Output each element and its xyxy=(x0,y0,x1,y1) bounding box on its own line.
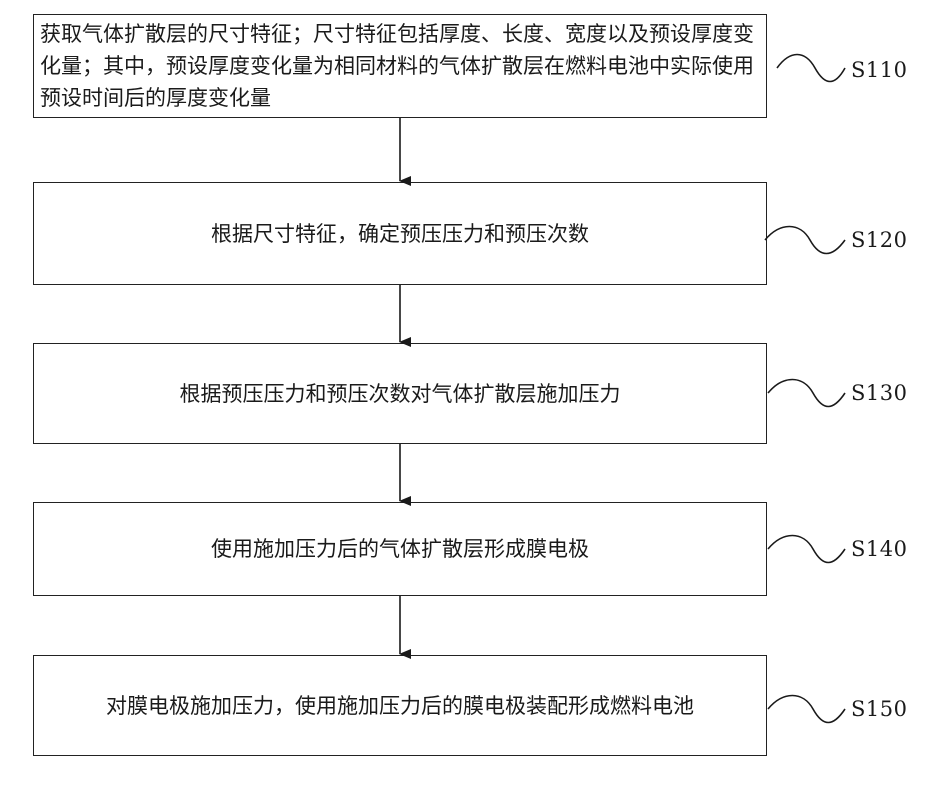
step-label-s150: S150 xyxy=(851,697,907,721)
step-box-s150: 对膜电极施加压力，使用施加压力后的膜电极装配形成燃料电池 xyxy=(33,655,767,756)
step-text-s120: 根据尺寸特征，确定预压压力和预压次数 xyxy=(211,218,589,250)
leader-wave-s130 xyxy=(768,380,845,407)
leader-wave-s120 xyxy=(765,227,845,254)
leader-wave-s150 xyxy=(768,696,845,723)
step-text-s150: 对膜电极施加压力，使用施加压力后的膜电极装配形成燃料电池 xyxy=(106,690,694,722)
step-box-s140: 使用施加压力后的气体扩散层形成膜电极 xyxy=(33,502,767,596)
step-box-s130: 根据预压压力和预压次数对气体扩散层施加压力 xyxy=(33,343,767,444)
step-text-s110: 获取气体扩散层的尺寸特征；尺寸特征包括厚度、长度、宽度以及预设厚度变化量；其中，… xyxy=(40,18,760,114)
step-box-s110: 获取气体扩散层的尺寸特征；尺寸特征包括厚度、长度、宽度以及预设厚度变化量；其中，… xyxy=(33,14,767,118)
step-label-s130: S130 xyxy=(851,381,907,405)
leader-wave-s140 xyxy=(768,536,845,563)
leader-wave-s110 xyxy=(777,55,845,82)
step-text-s130: 根据预压压力和预压次数对气体扩散层施加压力 xyxy=(180,378,621,410)
step-box-s120: 根据尺寸特征，确定预压压力和预压次数 xyxy=(33,182,767,285)
step-label-s120: S120 xyxy=(851,228,907,252)
step-label-s140: S140 xyxy=(851,537,907,561)
step-label-s110: S110 xyxy=(851,58,907,82)
step-text-s140: 使用施加压力后的气体扩散层形成膜电极 xyxy=(211,533,589,565)
